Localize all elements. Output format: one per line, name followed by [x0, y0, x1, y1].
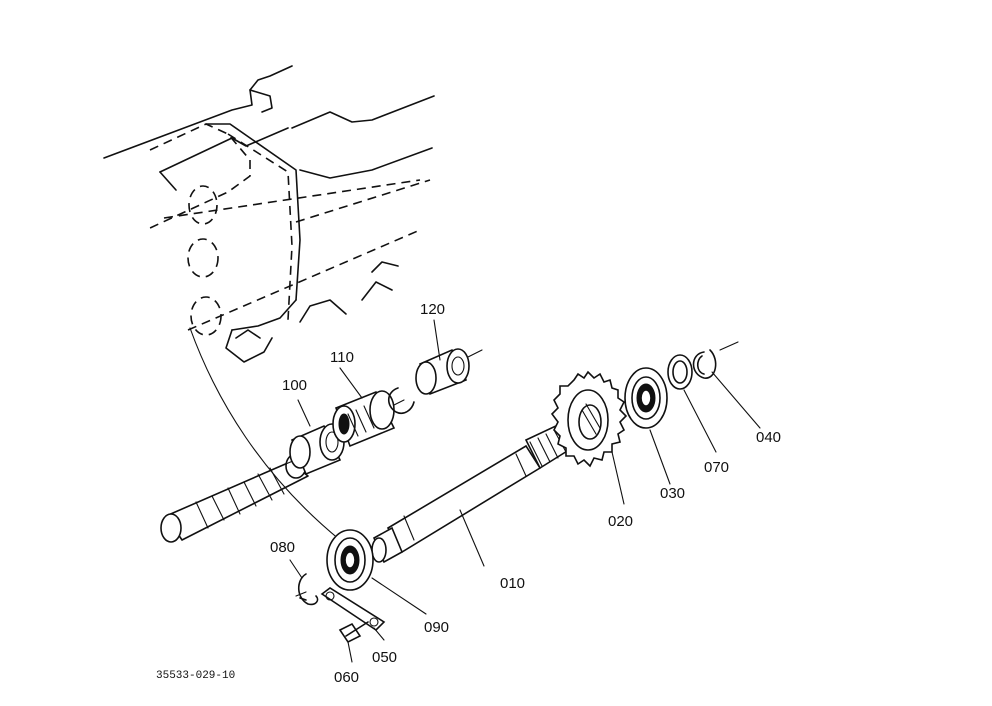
part-040-circlip — [692, 349, 717, 379]
right-axis-line — [719, 341, 739, 351]
label-part-020: 020 — [608, 513, 633, 530]
part-090-bearing — [326, 529, 374, 591]
input-shaft — [160, 453, 309, 543]
part-020-gear — [550, 370, 628, 468]
part-110-needle-bearing — [332, 390, 396, 448]
label-part-100: 100 — [282, 377, 307, 394]
drawing-number: 35533-029-10 — [156, 670, 235, 682]
label-part-120: 120 — [420, 301, 445, 318]
label-part-090: 090 — [424, 619, 449, 636]
label-part-060: 060 — [334, 669, 359, 686]
part-080-circlip — [297, 573, 319, 606]
label-part-040: 040 — [756, 429, 781, 446]
label-part-050: 050 — [372, 649, 397, 666]
label-part-080: 080 — [270, 539, 295, 556]
transmission-housing — [103, 65, 435, 363]
part-030-ball-bearing — [624, 367, 668, 429]
label-part-110: 110 — [330, 349, 354, 366]
small-snap-ring — [387, 387, 415, 415]
part-010-shaft — [371, 422, 574, 564]
label-part-030: 030 — [660, 485, 685, 502]
part-labels: 100 110 120 010 020 030 070 040 080 090 … — [270, 301, 781, 686]
assembly-guide-line — [189, 327, 341, 541]
part-060-bolt — [338, 621, 369, 644]
part-120-bushing — [415, 348, 470, 396]
leader-lines — [289, 319, 761, 663]
label-part-070: 070 — [704, 459, 729, 476]
part-070-collar — [667, 354, 693, 390]
part-050-plate — [320, 587, 386, 632]
left-axis-line — [295, 591, 307, 597]
label-part-010: 010 — [500, 575, 525, 592]
